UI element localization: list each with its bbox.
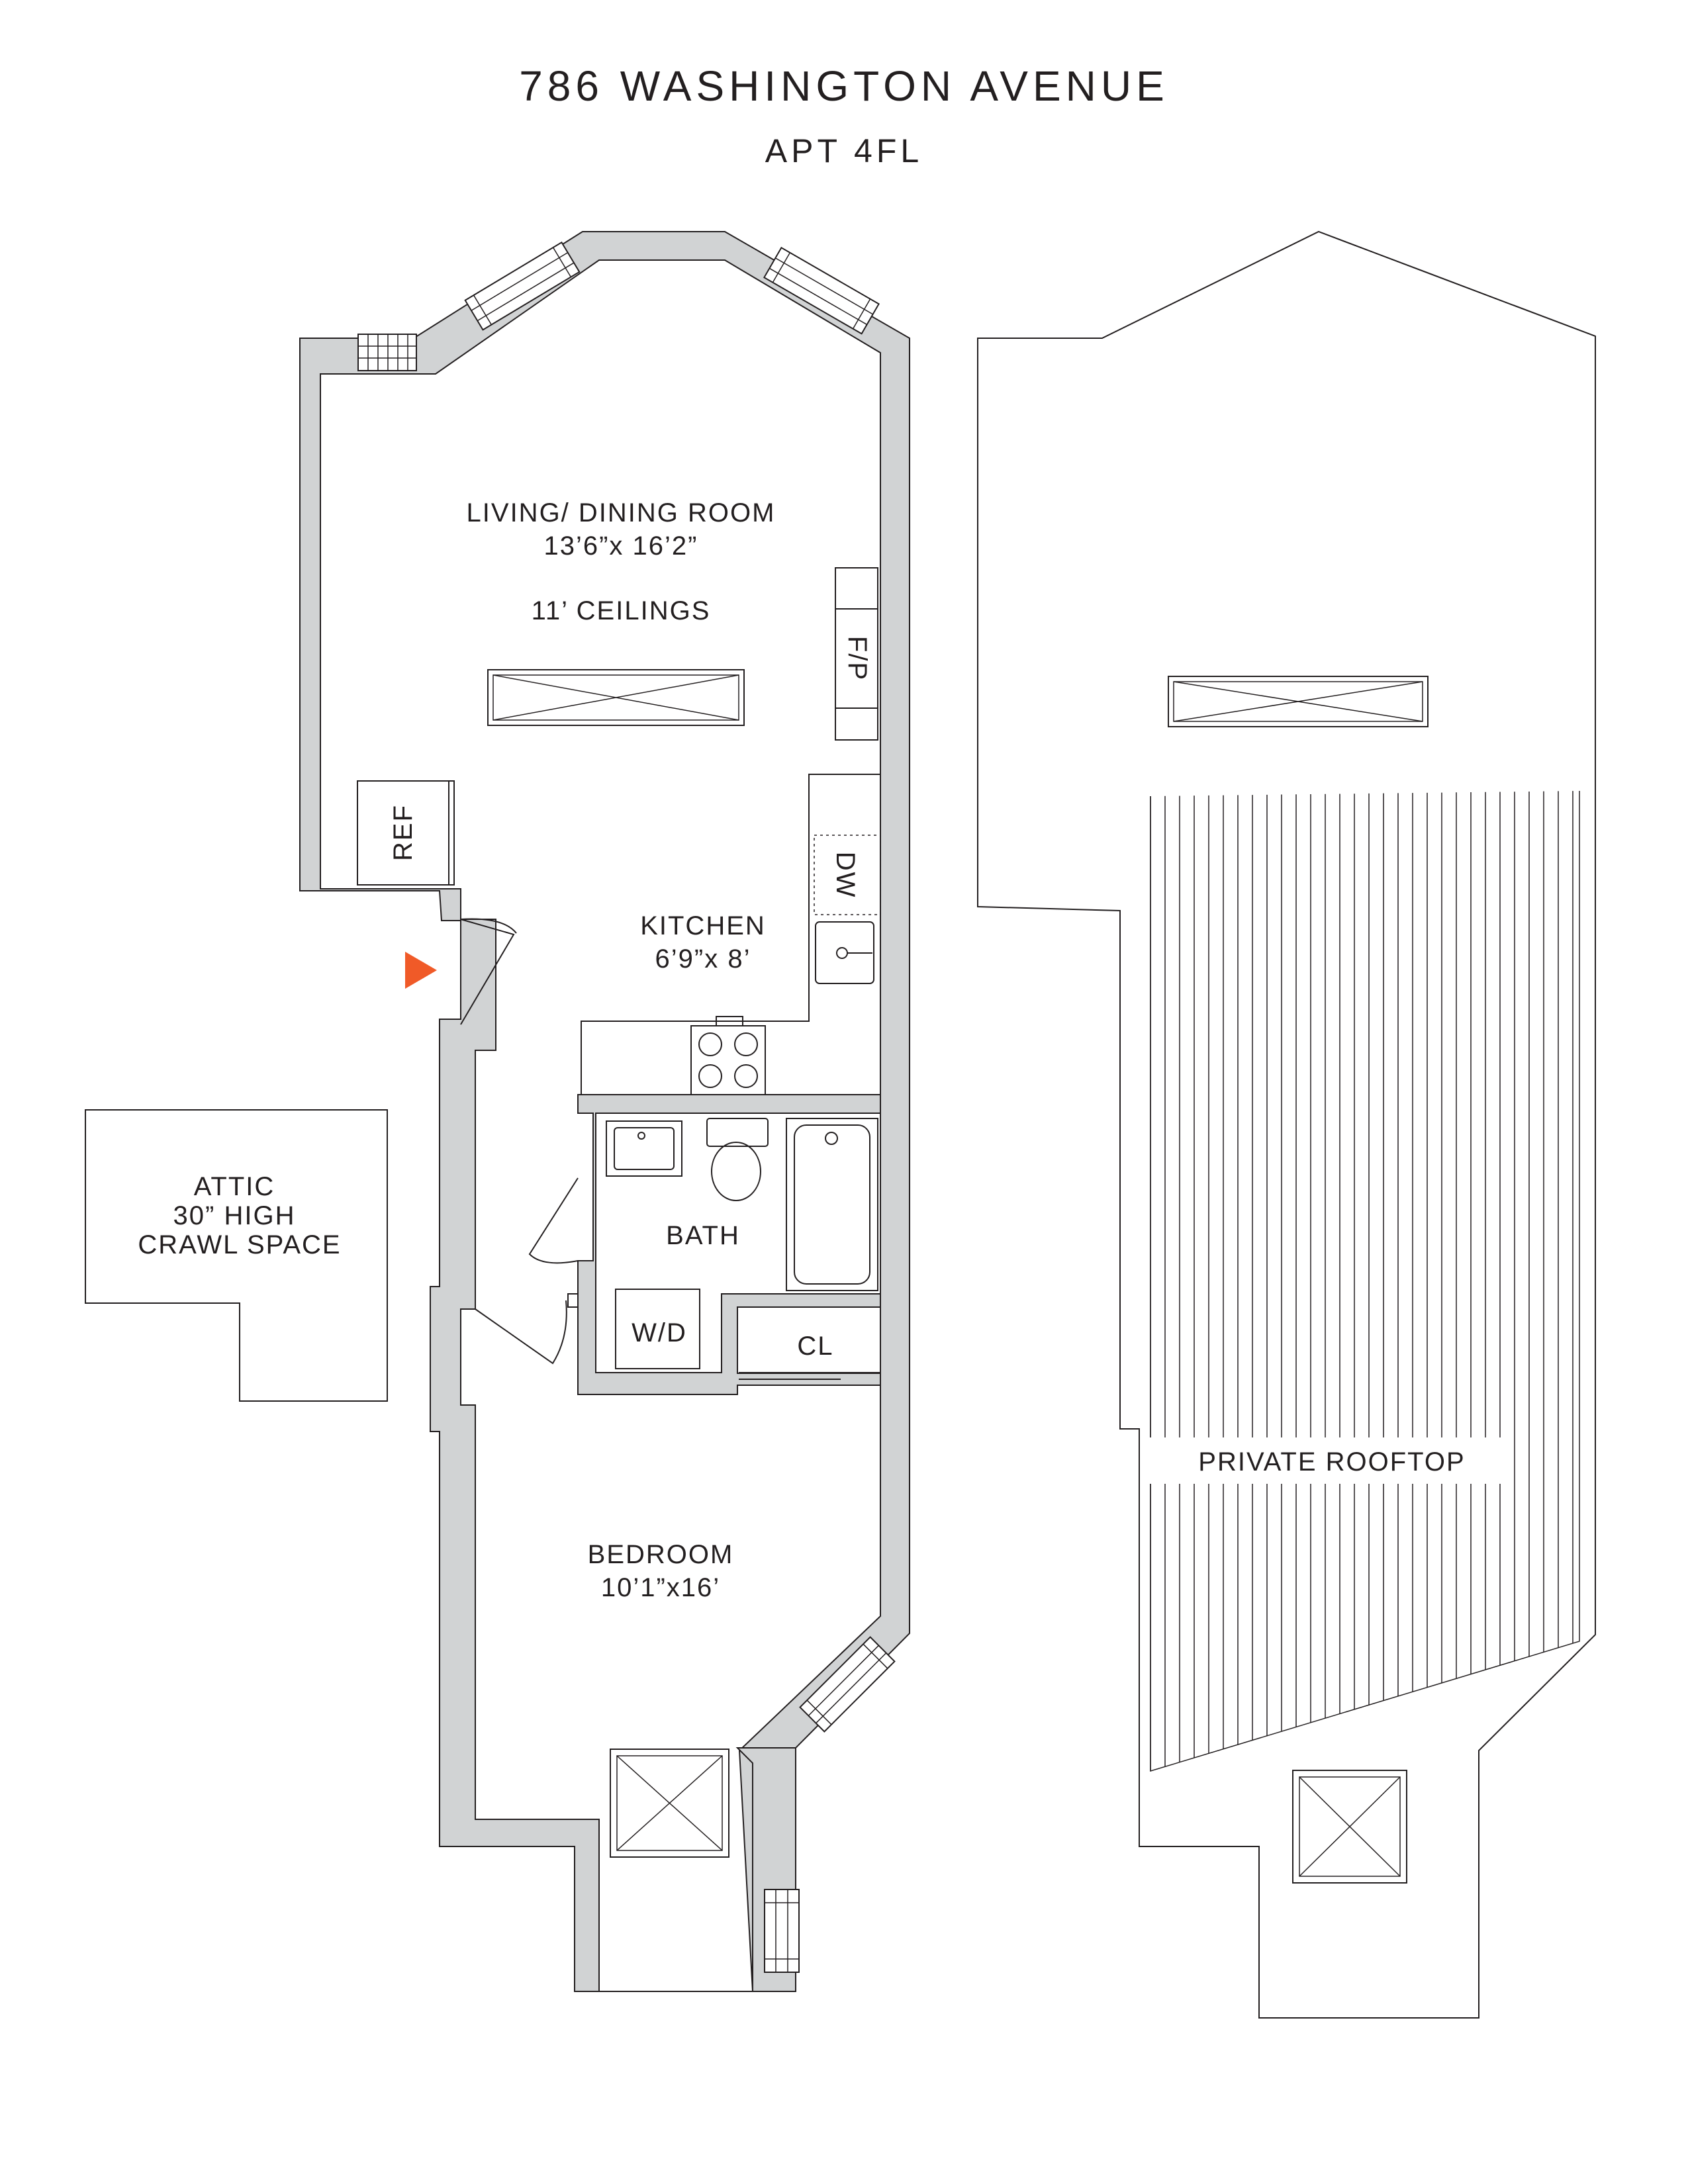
rooftop-skylight — [1168, 676, 1429, 727]
ceiling-height-note: 11’ CEILINGS — [532, 596, 711, 625]
rooftop-label-backdrop — [1145, 1437, 1503, 1484]
bath-sink — [606, 1120, 682, 1177]
kitchen-sink — [815, 921, 874, 984]
living-room-label: LIVING/ DINING ROOM — [467, 498, 776, 527]
living-room-dims: 13’6”x 16’2” — [543, 531, 698, 561]
window-3 — [763, 246, 880, 335]
attic-outline — [85, 1109, 388, 1402]
bedroom-label: BEDROOM — [588, 1540, 734, 1569]
refrigerator-label: REF — [389, 804, 418, 861]
rooftop-deck — [1150, 791, 1580, 1772]
bath-door — [528, 1177, 579, 1264]
cl-closet — [737, 1306, 881, 1374]
skylight-living — [487, 669, 745, 726]
closet-door — [739, 1372, 880, 1380]
bathtub — [786, 1118, 878, 1291]
rooftop-outline — [977, 230, 1596, 2019]
closet-label: CL — [797, 1332, 833, 1361]
deck-edge — [1150, 791, 1580, 1772]
toilet — [706, 1118, 769, 1201]
window-1 — [357, 334, 417, 371]
washer-dryer-label: W/D — [632, 1318, 687, 1347]
entry-marker — [405, 952, 437, 989]
rooftop-hatch — [1292, 1770, 1407, 1884]
fireplace-label: F/P — [843, 636, 872, 681]
kitchen-label: KITCHEN — [640, 911, 766, 940]
window-2 — [464, 241, 581, 331]
bedroom-door-jamb — [567, 1293, 579, 1308]
refrigerator: REF — [357, 780, 455, 886]
unit-subtitle: APT 4FL — [765, 132, 923, 169]
fireplace: F/P — [835, 567, 878, 741]
bedroom-dims: 10’1”x16’ — [601, 1573, 720, 1602]
attic-label: ATTIC — [194, 1172, 275, 1201]
address-title: 786 WASHINGTON AVENUE — [519, 62, 1169, 110]
bedroom-door — [475, 1300, 567, 1365]
stove — [690, 1016, 766, 1095]
bath-label: BATH — [666, 1221, 740, 1250]
wd-closet — [615, 1289, 700, 1369]
attic-crawl-space: CRAWL SPACE — [138, 1230, 341, 1259]
attic-height: 30” HIGH — [173, 1201, 296, 1230]
rooftop-label: PRIVATE ROOFTOP — [1198, 1447, 1465, 1477]
entry-door — [460, 918, 517, 1025]
dishwasher-label: DW — [831, 852, 860, 899]
window-5 — [764, 1889, 800, 1973]
window-4 — [799, 1636, 896, 1733]
kitchen-dims: 6’9”x 8’ — [655, 944, 751, 974]
kitchen-counter — [581, 774, 880, 1095]
skylight-bedroom — [610, 1749, 729, 1858]
dishwasher: DW — [808, 835, 881, 915]
